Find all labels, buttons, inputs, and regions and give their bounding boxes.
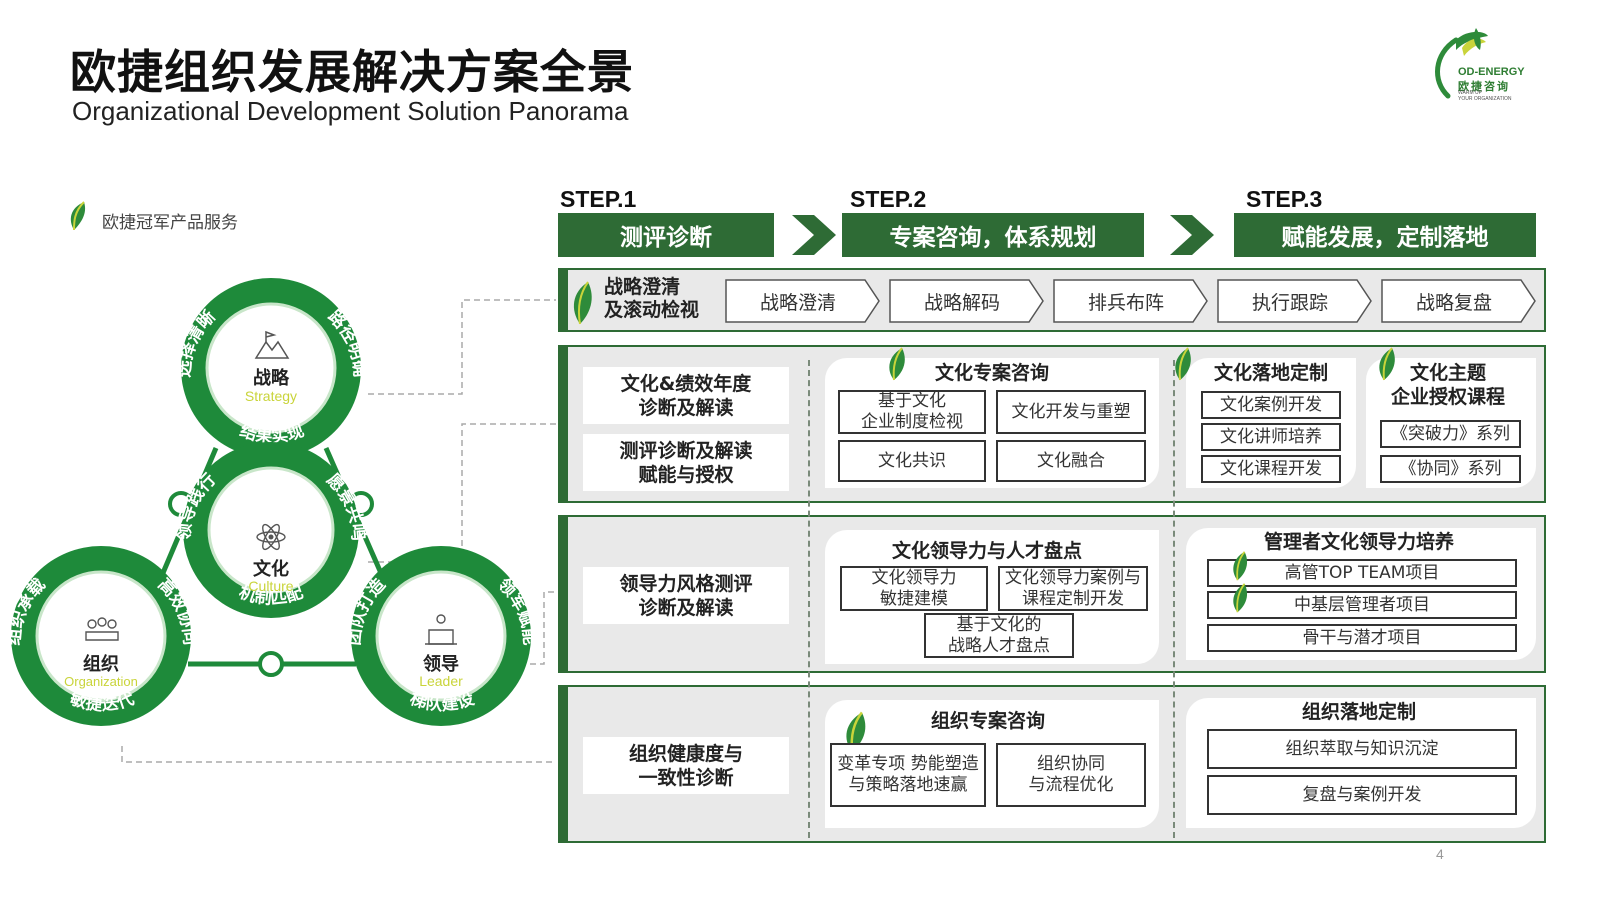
- leaf-icon: [1379, 347, 1395, 381]
- leader-development-item: 中基层管理者项目: [1207, 591, 1517, 619]
- strategy-en: Strategy: [245, 388, 297, 404]
- leaf-icon: [1233, 551, 1248, 581]
- step-1-label: STEP.1: [560, 186, 637, 212]
- leaf-icon: [573, 281, 592, 325]
- culture-custom-item: 文化案例开发: [1201, 391, 1341, 419]
- podium-icon: [425, 614, 457, 645]
- chevron-right-icon: [792, 215, 836, 255]
- leader-cn: 领导: [423, 653, 459, 675]
- culture-custom-item: 文化课程开发: [1201, 455, 1341, 483]
- organization-en: Organization: [64, 674, 138, 689]
- leader-development-item: 高管TOP TEAM项目: [1207, 559, 1517, 587]
- organization-diagnosis: 组织健康度与一致性诊断: [583, 737, 789, 794]
- strategy-cn: 战略: [253, 367, 290, 389]
- culture-consulting-item: 文化共识: [838, 440, 986, 482]
- culture-course-item: 《突破力》系列: [1380, 420, 1521, 448]
- step-3-title: 赋能发展，定制落地: [1234, 213, 1536, 257]
- step-3-label: STEP.3: [1246, 186, 1323, 212]
- step-divider: [1173, 360, 1175, 838]
- step-2-label: STEP.2: [850, 186, 927, 212]
- leader-consulting-item: 文化领导力案例与课程定制开发: [998, 566, 1148, 611]
- organization-consulting-title: 组织专案咨询: [930, 710, 1045, 732]
- organization-consulting-item: 组织协同与流程优化: [996, 743, 1146, 807]
- leaf-icon: [70, 201, 86, 231]
- chevron-right-icon: [1170, 215, 1214, 255]
- step-divider: [808, 360, 810, 838]
- culture-consulting-item: 文化开发与重塑: [996, 390, 1146, 434]
- culture-custom-item: 文化讲师培养: [1201, 423, 1341, 451]
- organization-custom-item: 组织萃取与知识沉淀: [1207, 729, 1517, 769]
- culture-diagnosis-2: 测评诊断及解读赋能与授权: [583, 434, 789, 491]
- leader-consulting-item: 基于文化的战略人才盘点: [924, 613, 1074, 658]
- culture-custom-title: 文化落地定制: [1213, 362, 1328, 384]
- organization-ring: 组织承载 高效协同 敏捷迭代 组织 Organization: [3, 546, 200, 726]
- strategy-ring: 选择清晰 路径明确 结果实现 战略 Strategy: [174, 278, 371, 458]
- page-subtitle: Organizational Development Solution Pano…: [72, 96, 629, 126]
- flow-step-review: 战略复盘: [1381, 279, 1537, 323]
- people-icon: [85, 617, 119, 641]
- od-wheel-diagram: 选择清晰 路径明确 结果实现 战略 Strategy 领导践行 愿景共鸣 机制匹…: [3, 278, 556, 763]
- leader-diagnosis: 领导力风格测评诊断及解读: [583, 567, 789, 624]
- legend-label: 欧捷冠军产品服务: [102, 213, 238, 233]
- logo-tagline-2: YOUR ORGANIZATION: [1458, 96, 1512, 102]
- leaf-icon: [889, 347, 905, 381]
- culture-diagnosis-1: 文化&绩效年度诊断及解读: [583, 367, 789, 424]
- leader-development-item: 骨干与潜才项目: [1207, 624, 1517, 652]
- leader-development-title: 管理者文化领导力培养: [1263, 531, 1454, 553]
- flow-step-deploy: 排兵布阵: [1053, 279, 1209, 323]
- logo-name: OD-ENERGY: [1458, 66, 1525, 78]
- culture-en: Culture: [248, 578, 293, 594]
- page-title: 欧捷组织发展解决方案全景: [70, 45, 634, 99]
- leader-consulting-title: 文化领导力与人才盘点: [891, 540, 1082, 562]
- culture-consulting-title: 文化专案咨询: [934, 362, 1049, 384]
- organization-custom-item: 复盘与案例开发: [1207, 775, 1517, 815]
- organization-custom-title: 组织落地定制: [1301, 701, 1416, 723]
- logo-cn: 欧捷咨询: [1458, 80, 1510, 93]
- flow-step-track: 执行跟踪: [1217, 279, 1373, 323]
- leader-en: Leader: [419, 673, 463, 689]
- flow-step-clarify: 战略澄清: [725, 279, 881, 323]
- logo-tagline-1: WARM UP: [1458, 90, 1482, 96]
- culture-consulting-item: 文化融合: [996, 440, 1146, 482]
- flow-step-decode: 战略解码: [889, 279, 1045, 323]
- mountain-icon: [254, 330, 290, 359]
- leaf-icon: [1233, 583, 1248, 613]
- page-number: 4: [1436, 846, 1444, 862]
- leader-ring: 团队打造 领军赋能 梯队建设 领导 Leader: [344, 546, 541, 726]
- culture-course-title: 文化主题 企业授权课程: [1390, 362, 1505, 408]
- step-2-title: 专案咨询，体系规划: [842, 213, 1144, 257]
- organization-consulting-item: 变革专项 势能塑造与策略落地速赢: [830, 743, 986, 807]
- od-energy-logo: [1435, 28, 1488, 99]
- culture-course-item: 《协同》系列: [1380, 455, 1521, 483]
- leader-consulting-item: 文化领导力敏捷建模: [840, 566, 988, 611]
- leaf-icon: [1175, 347, 1191, 381]
- culture-ring: 领导践行 愿景共鸣 机制匹配 文化 Culture: [173, 442, 369, 618]
- culture-consulting-item: 基于文化企业制度检视: [838, 390, 986, 434]
- organization-cn: 组织: [83, 653, 119, 675]
- step-1-title: 测评诊断: [558, 213, 774, 257]
- strategy-row-title: 战略澄清 及滚动检视: [604, 276, 700, 321]
- atom-icon: [256, 523, 286, 551]
- culture-cn: 文化: [253, 558, 289, 580]
